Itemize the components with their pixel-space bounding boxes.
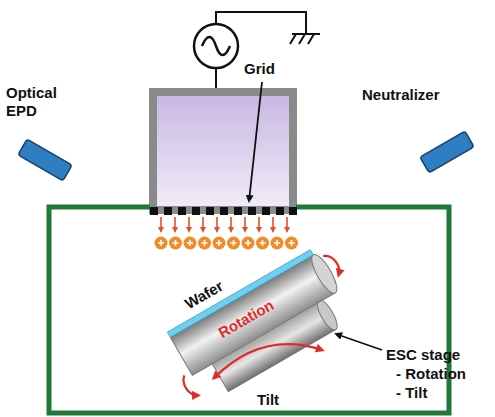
grid-label: Grid (244, 60, 275, 78)
tilt-label: Tilt (257, 391, 279, 409)
detector-label: Optical EPD (6, 84, 78, 120)
stage-label: ESC stage (386, 346, 460, 364)
feature-label: - Tilt (396, 384, 427, 402)
feature-label: - Rotation (396, 365, 466, 383)
neutralizer-label: Neutralizer (362, 86, 440, 104)
